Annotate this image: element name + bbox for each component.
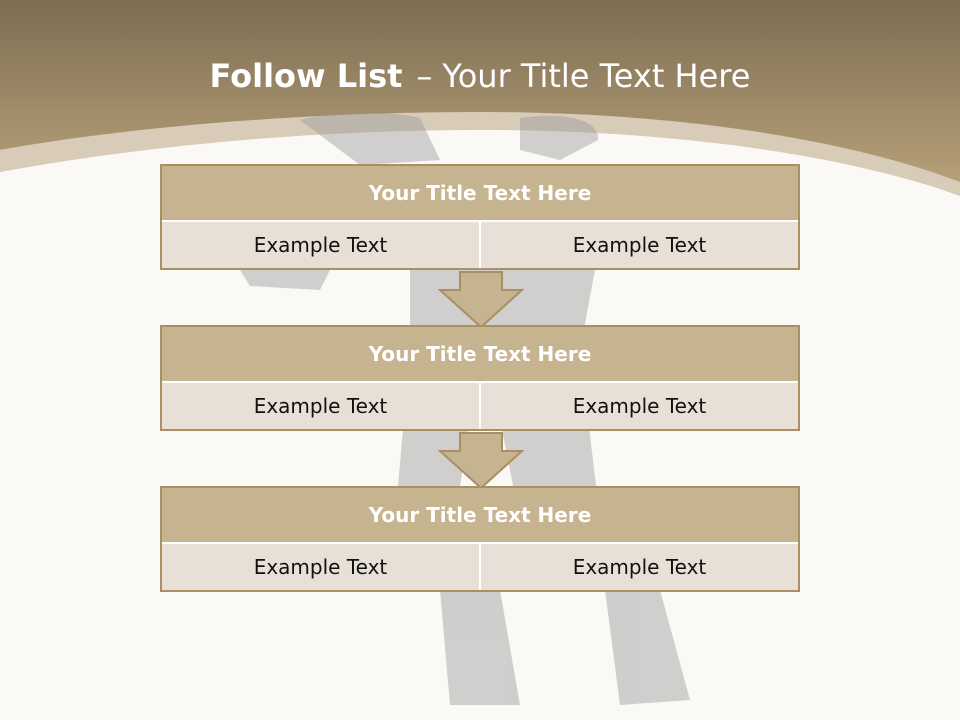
step-box-3: Your Title Text Here Example Text Exampl…: [160, 486, 800, 592]
down-arrow-icon: [438, 432, 524, 490]
step-title-2: Your Title Text Here: [162, 327, 798, 383]
title-separator: –: [416, 57, 433, 95]
down-arrow-icon: [438, 271, 524, 329]
step-1-left-cell: Example Text: [162, 222, 479, 268]
step-row-3: Example Text Example Text: [162, 544, 798, 590]
title-rest-part: Your Title Text Here: [442, 57, 751, 95]
banner-swoosh: [0, 112, 960, 196]
step-3-left-cell: Example Text: [162, 544, 479, 590]
step-1-right-cell: Example Text: [479, 222, 798, 268]
step-3-right-cell: Example Text: [479, 544, 798, 590]
step-row-1: Example Text Example Text: [162, 222, 798, 268]
step-title-1: Your Title Text Here: [162, 166, 798, 222]
step-box-2: Your Title Text Here Example Text Exampl…: [160, 325, 800, 431]
title-bold-part: Follow List: [209, 57, 403, 95]
slide-title: Follow List–Your Title Text Here: [0, 54, 960, 98]
step-box-1: Your Title Text Here Example Text Exampl…: [160, 164, 800, 270]
step-title-3: Your Title Text Here: [162, 488, 798, 544]
step-2-right-cell: Example Text: [479, 383, 798, 429]
step-row-2: Example Text Example Text: [162, 383, 798, 429]
step-2-left-cell: Example Text: [162, 383, 479, 429]
header-banner: [0, 0, 960, 190]
